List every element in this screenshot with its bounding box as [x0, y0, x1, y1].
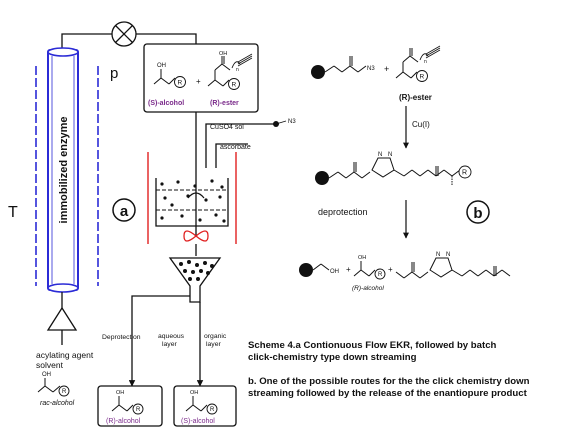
pump-valve-icon — [111, 21, 137, 47]
svg-text:R: R — [420, 74, 425, 81]
svg-text:N: N — [446, 252, 450, 258]
r-ester-structure — [207, 53, 253, 90]
batch-reactor — [147, 152, 237, 244]
r-alcohol-label-right: (R)-alcohol — [352, 285, 384, 292]
column-label: immobilized enzyme — [58, 117, 70, 224]
rac-alcohol-label: rac-alcohol — [40, 400, 75, 407]
svg-text:OH: OH — [116, 390, 124, 396]
svg-text:R: R — [178, 80, 183, 87]
stirrer-icon — [183, 168, 209, 242]
svg-text:N: N — [436, 252, 440, 258]
bead-azide-structure — [311, 56, 367, 79]
branch-deprotection — [128, 295, 190, 387]
panel-b-label: b — [473, 205, 482, 222]
enzyme-column — [47, 47, 79, 293]
caption-line-4: streaming followed by the release of the… — [248, 388, 527, 399]
reactor-beads — [160, 179, 226, 223]
solvent-label: solvent — [36, 360, 64, 370]
svg-text:R: R — [136, 407, 141, 413]
r-alcohol-product-box — [97, 385, 163, 427]
panel-b-badge — [466, 200, 490, 224]
svg-text:OH: OH — [219, 51, 227, 57]
cuso4-label: CuSO4 sol — [210, 124, 244, 131]
panel-a-badge — [112, 198, 136, 222]
rac-alcohol-structure — [37, 378, 70, 397]
s-alcohol-label: (S)-alcohol — [148, 100, 184, 107]
acylating-agent-label: acylating agent — [36, 350, 94, 360]
svg-text:R: R — [62, 389, 67, 395]
r-alcohol-label: (R)-alcohol — [106, 418, 141, 425]
svg-text:OH: OH — [190, 390, 198, 396]
svg-text:OH: OH — [157, 63, 166, 69]
svg-text:R: R — [378, 272, 383, 278]
check-valve-icon — [46, 306, 78, 331]
svg-text:n: n — [424, 59, 427, 65]
s-alcohol-product-label: (S)-alcohol — [181, 418, 215, 425]
r-ester-label: (R)-ester — [210, 100, 239, 107]
caption-line-1: Scheme 4.a Contionuous Flow EKR, followe… — [248, 340, 497, 351]
bead-alcohol-structure — [299, 263, 330, 277]
svg-text:+: + — [388, 265, 393, 274]
svg-text:R: R — [210, 407, 215, 413]
s-alcohol-product-box — [173, 385, 237, 427]
r-ester-label-right: (R)-ester — [399, 93, 432, 102]
r-ester-structure-right — [395, 45, 441, 82]
svg-text:OH: OH — [42, 372, 51, 378]
mixture-box — [143, 43, 259, 113]
deprotection-label-left: Deprotection — [102, 334, 141, 341]
svg-text:N: N — [388, 152, 392, 158]
svg-text:+: + — [346, 265, 351, 274]
caption-line-3: b. One of the possible routes for the th… — [248, 376, 530, 387]
cu-catalyst-label: Cu(I) — [412, 120, 430, 129]
svg-text:N3: N3 — [367, 66, 375, 72]
triazole-byproduct-structure — [395, 257, 511, 279]
feed-line-cuso4 — [205, 123, 276, 168]
pressure-label: p — [110, 65, 118, 82]
deprotection-label-right: deprotection — [318, 207, 368, 217]
panel-a-label: a — [120, 203, 129, 220]
svg-text:+: + — [384, 64, 389, 74]
svg-text:N: N — [378, 152, 382, 158]
ascorbate-label: ascorbate — [220, 144, 251, 151]
svg-text:n: n — [236, 67, 239, 73]
tubing-top — [61, 33, 112, 50]
svg-text:+: + — [196, 77, 201, 86]
caption-line-2: click-chemistry type down streaming — [248, 352, 417, 363]
triazole-conjugate-structure — [315, 157, 472, 186]
svg-text:R: R — [232, 82, 237, 89]
tubing-to-reactor — [136, 33, 197, 44]
s-alcohol-structure — [153, 69, 186, 88]
svg-text:OH: OH — [358, 255, 366, 261]
svg-text:N3: N3 — [288, 119, 296, 125]
temperature-label: T — [8, 204, 18, 221]
feed-line-ascorbate — [215, 143, 248, 168]
r-alcohol-structure-right — [353, 261, 386, 280]
svg-text:OH: OH — [330, 269, 339, 275]
svg-text:R: R — [462, 170, 467, 177]
